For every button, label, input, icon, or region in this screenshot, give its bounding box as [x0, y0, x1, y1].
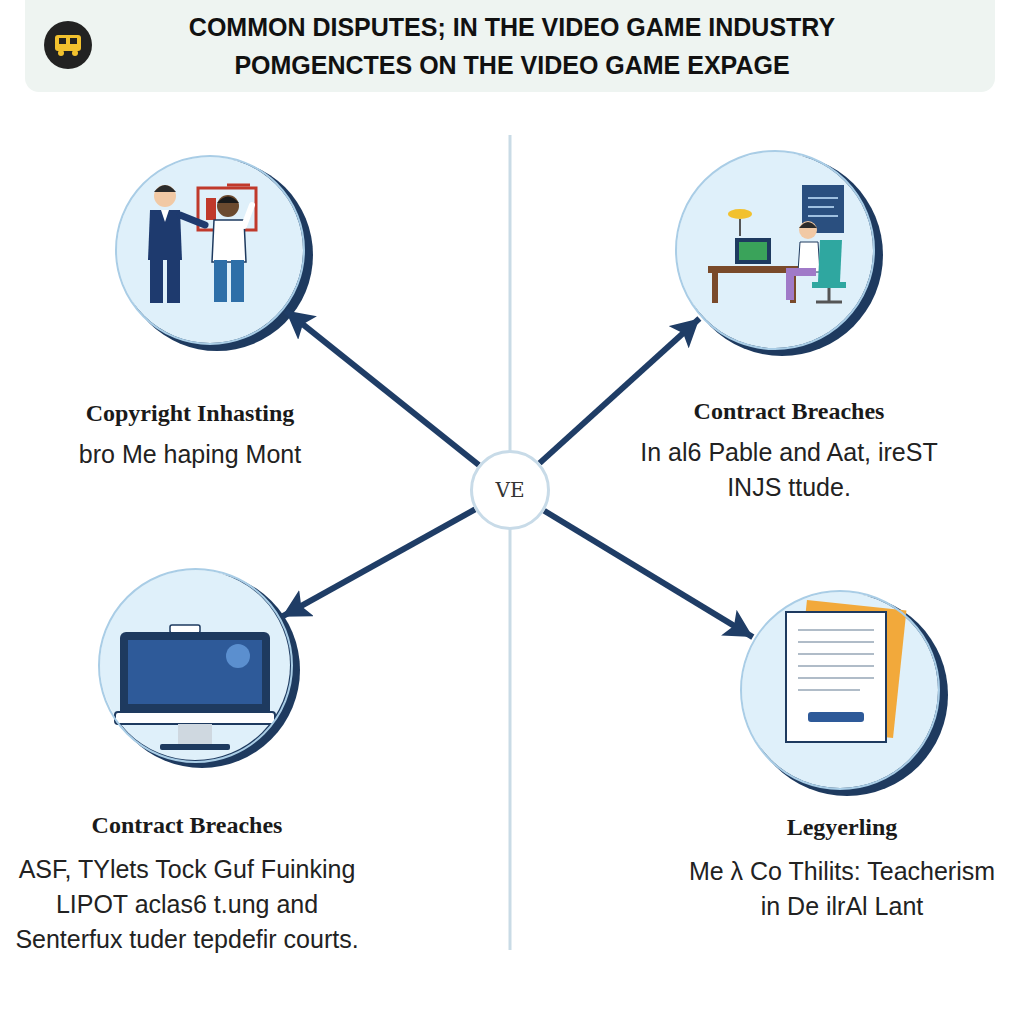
- topic-circle: Contract BreachesIn al6 Pable and Aat, i…: [675, 150, 875, 350]
- topic-heading: Contract Breaches: [12, 810, 362, 840]
- documents-illustration: [742, 592, 948, 796]
- topic-heading: Copyright Inhasting: [20, 398, 360, 428]
- topic-heading: Contract Breaches: [624, 396, 954, 426]
- arrow-connector: [286, 311, 479, 465]
- topic-body: ASF, TYlets Tock Guf Fuinking LIPOT acla…: [12, 852, 362, 957]
- topic-body: In al6 Pable and Aat, ireST INJS ttude.: [624, 435, 954, 505]
- topic-heading: Legyerling: [677, 812, 1007, 842]
- topic-body: Me λ Co Thilits: Teacherism in De ilrAl …: [677, 854, 1007, 924]
- diagram-title: COMMON DISPUTES; IN THE VIDEO GAME INDUS…: [120, 8, 904, 84]
- meeting-illustration: [117, 157, 313, 351]
- divider-line: [509, 135, 512, 950]
- topic-body: bro Me haping Mont: [20, 437, 360, 472]
- monitor-illustration: [100, 570, 300, 768]
- topic-circle: Copyright Inhastingbro Me haping Mont: [115, 155, 305, 345]
- hub-label: VE: [473, 453, 547, 527]
- arrow-connector: [282, 509, 475, 616]
- arrow-connector: [544, 511, 753, 637]
- header-icon: [44, 21, 92, 69]
- desk-illustration: [677, 152, 883, 356]
- topic-circle: Contract BreachesASF, TYlets Tock Guf Fu…: [98, 568, 293, 763]
- hub-circle: VE: [470, 450, 550, 530]
- topic-circle: LegyerlingMe λ Co Thilits: Teacherism in…: [740, 590, 940, 790]
